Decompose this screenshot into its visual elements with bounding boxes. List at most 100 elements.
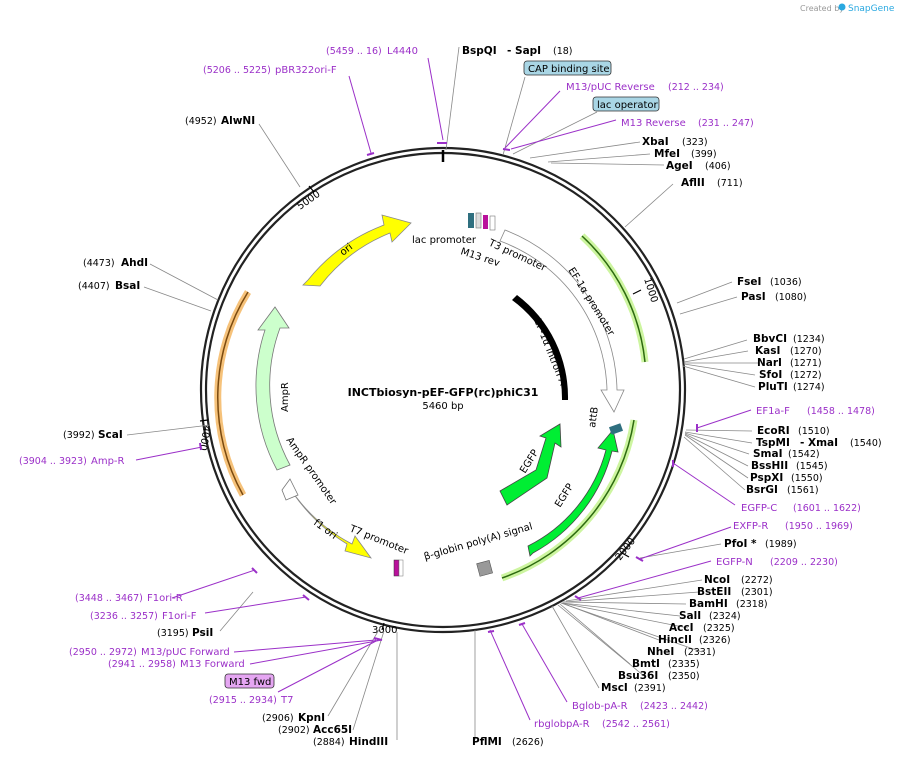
primer-m13-puc-reverse: M13/pUC Reverse	[566, 82, 655, 93]
enzyme-acc65i: Acc65I	[313, 724, 352, 736]
lac-operator-feature[interactable]	[483, 215, 488, 229]
cap-binding-site-box[interactable]	[523, 60, 612, 76]
f1-ori-feature[interactable]	[292, 492, 372, 559]
lac-promoter-feature[interactable]	[475, 212, 482, 229]
m13-rev-feature[interactable]	[489, 215, 496, 231]
primer-f1ori-f-pos: (3236 .. 3257)	[90, 611, 158, 622]
enzyme-kasi: KasI	[755, 345, 780, 357]
enzyme-sali: SalI	[679, 610, 701, 622]
amp-r-strand-line	[217, 291, 249, 496]
enzyme-acci: AccI	[669, 622, 693, 634]
enzyme-bspqi-pos: (18)	[553, 46, 573, 57]
enzyme-bbvci: BbvCI	[753, 333, 787, 345]
enzyme-nhei-pos: (2331)	[684, 647, 716, 658]
enzyme-ecori: EcoRI	[757, 425, 790, 437]
plasmid-name: INCTbiosyn-pEF-GFP(rc)phiC31	[348, 386, 539, 399]
tick-label-5000: 5000	[295, 189, 322, 213]
enzyme-bsteii: BstEII	[697, 586, 731, 598]
snapgene-brand: SnapGene	[848, 4, 895, 14]
primer-amp-r: Amp-R	[91, 456, 125, 467]
m13-fwd-feature[interactable]	[398, 559, 404, 577]
enzyme-pluti-pos: (1274)	[793, 382, 825, 393]
enzyme-pfoi-pos: (1989)	[765, 539, 797, 550]
enzyme-agei: AgeI	[666, 160, 693, 172]
enzyme-msci-pos: (2391)	[634, 683, 666, 694]
primer-l4440-pos: (5459 .. 16)	[326, 46, 382, 57]
enzyme-xmai: - XmaI	[800, 437, 838, 449]
enzyme-smai: SmaI	[753, 448, 783, 460]
enzyme-bsai: BsaI	[115, 280, 140, 292]
enzyme-scai: ScaI	[98, 429, 123, 441]
enzyme-bsrgi-pos: (1561)	[787, 485, 819, 496]
primer-m13-puc-reverse-pos: (212 .. 234)	[668, 82, 724, 93]
primer-pbr322ori-f-pos: (5206 .. 5225)	[203, 65, 271, 76]
lac-promoter-label: lac promoter	[412, 235, 477, 246]
enzyme-acci-pos: (2325)	[703, 623, 735, 634]
enzyme-xbai-pos: (323)	[682, 137, 708, 148]
enzyme-mfei: MfeI	[654, 148, 680, 160]
ef1a-promoter-label: EF-1α promoter	[565, 266, 616, 339]
enzyme-kpni-pos: (2906)	[262, 713, 294, 724]
backbone-outer-strand	[199, 146, 687, 634]
enzyme-bamhi: BamHI	[689, 598, 728, 610]
primer-m13-forward-pos: (2941 .. 2958)	[108, 659, 176, 670]
enzyme-scai-pos: (3992)	[63, 430, 95, 441]
enzyme-ecori-pos: (1510)	[798, 426, 830, 437]
attb-feature[interactable]	[608, 423, 624, 435]
primer-rbglobpa-r-pos: (2542 .. 2561)	[602, 719, 670, 730]
enzyme-bamhi-pos: (2318)	[736, 599, 768, 610]
ampr-promoter-feature[interactable]	[281, 478, 299, 501]
ef1a-promoter-feature[interactable]	[499, 229, 625, 413]
tick-marks	[199, 185, 642, 631]
enzyme-bsai-pos: (4407)	[78, 281, 110, 292]
enzyme-bmti-pos: (2335)	[668, 659, 700, 670]
enzyme-ncoi: NcoI	[704, 574, 730, 586]
tick-label-1000: 1000	[641, 277, 659, 305]
m13-fwd-box[interactable]	[224, 673, 275, 689]
enzyme-bsu36i-pos: (2350)	[668, 671, 700, 682]
enzyme-pasi: PasI	[741, 291, 766, 303]
primer-m13-forward: M13 Forward	[180, 659, 245, 670]
bglobin-feature[interactable]	[476, 560, 493, 577]
tick-1000	[632, 289, 642, 295]
enzyme-pluti: PluTI	[758, 381, 788, 393]
primer-f1ori-r: F1ori-R	[147, 593, 183, 604]
primer-amp-r-pos: (3904 .. 3923)	[19, 456, 87, 467]
primer-pbr322ori-f: pBR322ori-F	[275, 65, 337, 76]
enzyme-bbvci-pos: (1234)	[793, 334, 825, 345]
primer-exfp-r-pos: (1950 .. 1969)	[785, 521, 853, 532]
primer-ef1a-f: EF1a-F	[756, 406, 790, 417]
ampr-feature[interactable]	[255, 306, 291, 471]
snapgene-logo-icon	[838, 3, 846, 11]
egfp-strand-line	[501, 419, 635, 579]
primer-t7-pos: (2915 .. 2934)	[209, 695, 277, 706]
primer-f1ori-f: F1ori-F	[162, 611, 197, 622]
primer-l4440: L4440	[387, 46, 418, 57]
f1-ori-label: f1 ori	[311, 518, 339, 542]
primer-t7: T7	[280, 695, 293, 706]
enzyme-pspxi-pos: (1550)	[791, 473, 823, 484]
enzyme-pflmi-pos: (2626)	[512, 737, 544, 748]
enzyme-alwni: AlwNI	[221, 115, 255, 127]
egfp-inner-feature[interactable]	[499, 423, 562, 506]
t7-feature[interactable]	[393, 559, 400, 577]
enzyme-nari-pos: (1271)	[790, 358, 822, 369]
primer-m13-puc-forward: M13/pUC Forward	[141, 647, 230, 658]
enzyme-psii-pos: (3195)	[157, 628, 189, 639]
enzyme-kpni: KpnI	[298, 712, 325, 724]
lac-operator-box[interactable]	[592, 96, 660, 112]
enzyme-aflii-pos: (711)	[717, 178, 743, 189]
cap-site-feature[interactable]	[468, 213, 474, 228]
enzyme-smai-pos: (1542)	[788, 449, 820, 460]
enzyme-pflmi: PflMI	[472, 736, 502, 748]
right-enzyme-labels: BspQI - SapI (18) XbaI (323) MfeI (399) …	[462, 45, 882, 748]
tick-2000	[621, 552, 630, 558]
enzyme-hincii: HincII	[658, 634, 692, 646]
enzyme-hindiii: HindIII	[349, 736, 388, 748]
ef1a-intron-feature[interactable]	[512, 295, 569, 400]
ori-feature[interactable]	[302, 214, 412, 287]
enzyme-ahdi-pos: (4473)	[83, 258, 115, 269]
ef1a-intron-label: EF-1α intron A	[531, 317, 568, 387]
enzyme-alwni-pos: (4952)	[185, 116, 217, 127]
tick-3000	[381, 622, 385, 631]
